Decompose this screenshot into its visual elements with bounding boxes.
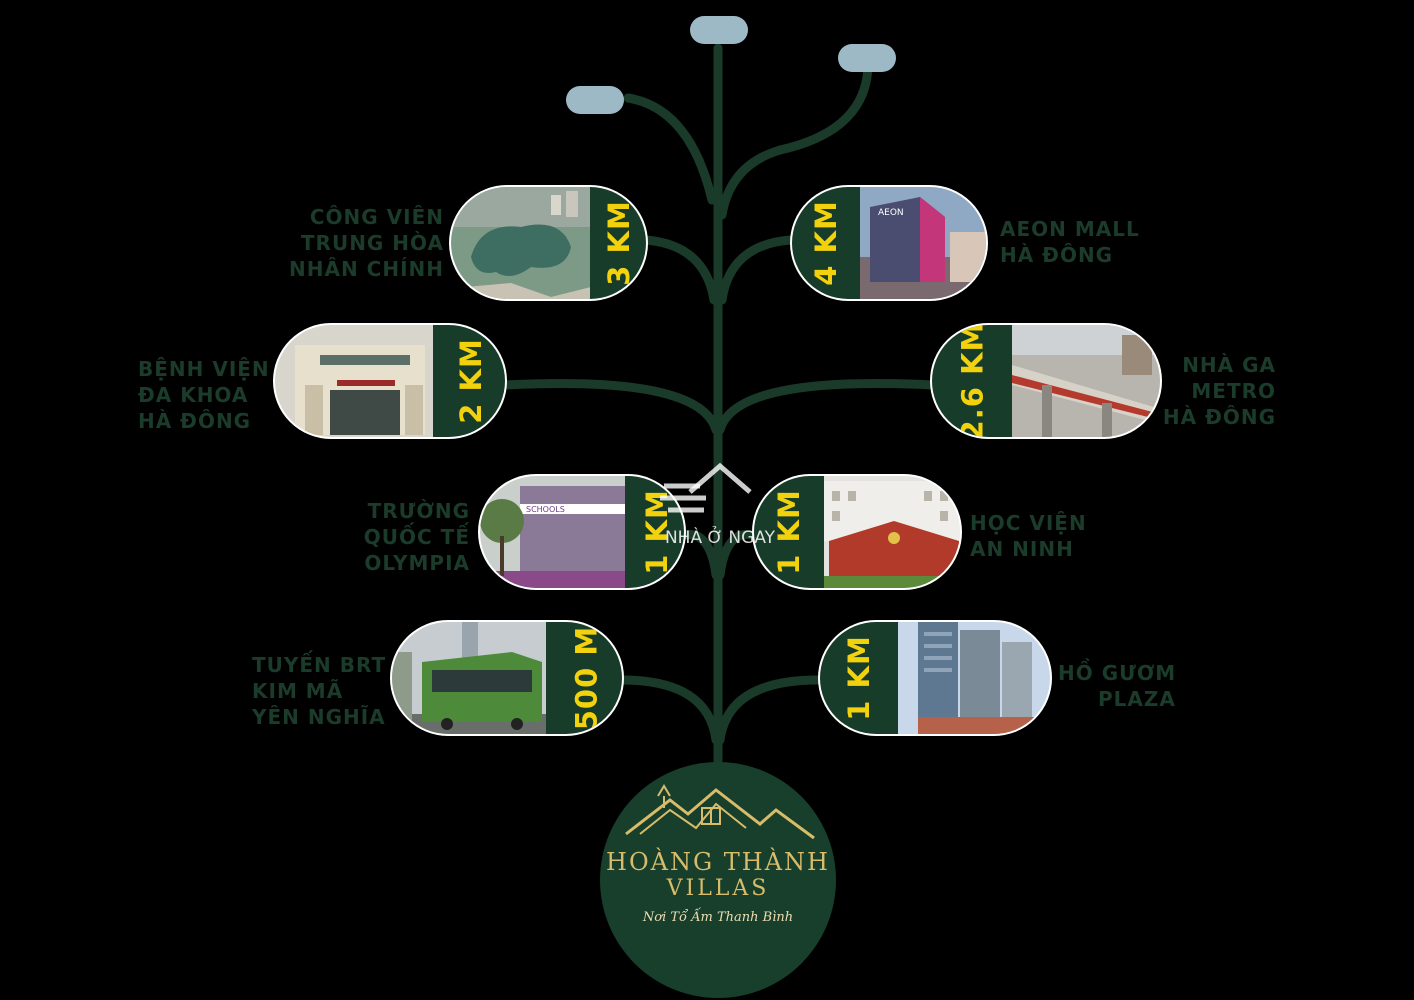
name-line: YÊN NGHĨA xyxy=(252,705,386,729)
branch-brt xyxy=(617,675,721,745)
location-name-hospital: BỆNH VIỆN ĐA KHOA HÀ ĐÔNG xyxy=(138,356,270,434)
svg-text:SCHOOLS: SCHOOLS xyxy=(526,505,565,514)
distance-label: 2 KM xyxy=(454,338,489,424)
distance-band: 4 KM xyxy=(792,187,860,299)
photo-brt-bus xyxy=(392,622,546,734)
distance-label: 2.6 KM xyxy=(955,323,989,439)
branch-cap-center xyxy=(690,16,748,44)
branch-park xyxy=(641,235,719,305)
name-line: NHÀ GA xyxy=(1182,353,1276,377)
location-card-school[interactable]: SCHOOLS 1 KM xyxy=(478,474,686,590)
logo-slogan: Nơi Tổ Ấm Thanh Bình xyxy=(642,910,794,925)
distance-label: 3 KM xyxy=(602,200,637,286)
name-line: HỌC VIỆN xyxy=(970,511,1087,535)
location-card-brt[interactable]: 500 M xyxy=(390,620,624,736)
distance-band: 1 KM xyxy=(754,476,824,588)
name-line: METRO xyxy=(1191,379,1276,403)
name-line: KIM MÃ xyxy=(252,679,344,703)
distance-band: 1 KM xyxy=(625,476,684,588)
watermark: NHÀ Ở NGAY xyxy=(650,452,790,562)
name-line: AEON MALL xyxy=(1000,217,1140,241)
location-name-park: CÔNG VIÊN TRUNG HÒA NHÂN CHÍNH xyxy=(289,204,444,282)
svg-text:AEON: AEON xyxy=(878,208,904,218)
location-name-metro: NHÀ GA METRO HÀ ĐÔNG xyxy=(1163,352,1276,430)
project-logo: HOÀNG THÀNH VILLAS Nơi Tổ Ấm Thanh Bình xyxy=(600,762,836,998)
name-line: HỒ GƯƠM xyxy=(1058,661,1177,685)
photo-academy-building xyxy=(824,476,960,588)
distance-band: 2 KM xyxy=(433,325,505,437)
distance-label: 1 KM xyxy=(842,635,877,721)
name-line: NHÂN CHÍNH xyxy=(289,257,444,281)
location-name-brt: TUYẾN BRT KIM MÃ YÊN NGHĨA xyxy=(252,652,386,730)
location-card-academy[interactable]: 1 KM xyxy=(752,474,962,590)
name-line: TRUNG HÒA xyxy=(300,231,444,255)
branch-cap-right xyxy=(838,44,896,72)
photo-lake-park xyxy=(451,187,591,299)
distance-band: 3 KM xyxy=(590,187,646,299)
photo-school-building: SCHOOLS xyxy=(480,476,625,588)
location-name-school: TRƯỜNG QUỐC TẾ OLYMPIA xyxy=(364,498,470,576)
name-line: AN NINH xyxy=(970,537,1074,561)
location-card-plaza[interactable]: 1 KM xyxy=(818,620,1052,736)
distance-band: 1 KM xyxy=(820,622,898,734)
name-line: BỆNH VIỆN xyxy=(138,357,270,381)
name-line: PLAZA xyxy=(1098,687,1176,711)
location-card-metro[interactable]: 2.6 KM xyxy=(930,323,1162,439)
distance-label: 4 KM xyxy=(809,200,844,286)
branch-academy xyxy=(715,530,757,580)
name-line: TUYẾN BRT xyxy=(252,653,387,677)
name-line: OLYMPIA xyxy=(364,551,470,575)
distance-label: 500 M xyxy=(569,625,603,731)
branch-cap-left xyxy=(566,86,624,114)
photo-shopping-mall: AEON xyxy=(860,187,986,299)
branch-right-top xyxy=(717,55,873,220)
location-name-plaza: HỒ GƯƠM PLAZA xyxy=(1058,660,1176,712)
logo-title: HOÀNG THÀNH xyxy=(606,848,830,876)
branch-hospital xyxy=(500,379,721,435)
name-line: CÔNG VIÊN xyxy=(309,205,444,229)
name-line: HÀ ĐÔNG xyxy=(138,409,252,433)
logo-subtitle: VILLAS xyxy=(666,876,770,901)
photo-metro-station xyxy=(1012,325,1160,437)
name-line: ĐA KHOA xyxy=(138,383,249,407)
name-line: HÀ ĐÔNG xyxy=(1162,405,1276,429)
branch-school xyxy=(679,530,721,580)
name-line: HÀ ĐÔNG xyxy=(1000,243,1114,267)
house-icon xyxy=(660,462,752,513)
photo-hospital-gate xyxy=(275,325,435,437)
watermark-text: NHÀ Ở NGAY xyxy=(664,528,776,548)
location-name-aeon: AEON MALL HÀ ĐÔNG xyxy=(1000,216,1140,268)
mountain-logo-icon xyxy=(625,784,815,840)
distance-band: 2.6 KM xyxy=(932,325,1012,437)
name-line: QUỐC TẾ xyxy=(363,525,470,549)
branch-plaza xyxy=(715,675,823,745)
location-name-academy: HỌC VIỆN AN NINH xyxy=(970,510,1087,562)
location-card-hospital[interactable]: 2 KM xyxy=(273,323,507,439)
photo-tower-plaza xyxy=(898,622,1050,734)
branch-aeon xyxy=(717,235,795,305)
location-card-park[interactable]: 3 KM xyxy=(449,185,648,301)
branch-left-top xyxy=(623,93,717,205)
name-line: TRƯỜNG xyxy=(367,499,470,523)
location-card-aeon[interactable]: 4 KM AEON xyxy=(790,185,988,301)
branch-metro xyxy=(715,379,937,435)
distance-band: 500 M xyxy=(546,622,622,734)
